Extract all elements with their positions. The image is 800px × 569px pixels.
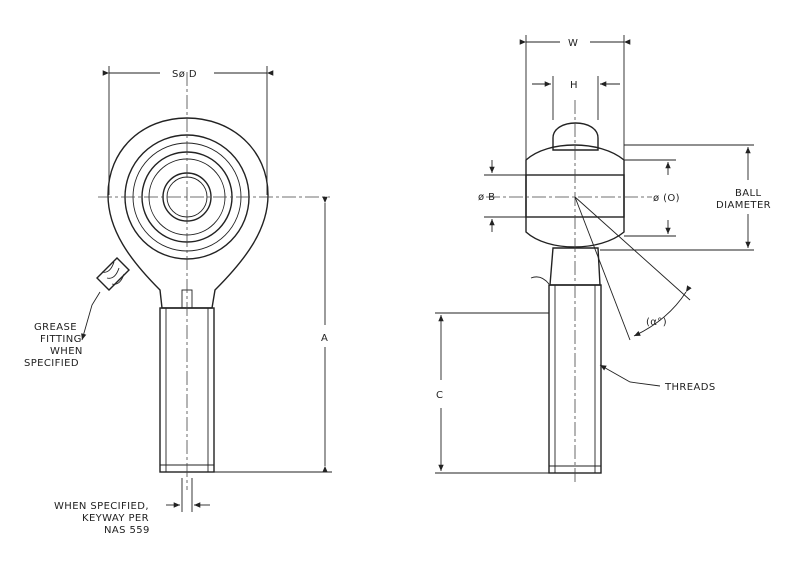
a-label: A [321, 333, 328, 344]
grease-fitting-label-4: SPECIFIED [24, 358, 79, 369]
angle-label: (α°) [646, 317, 667, 328]
grease-fitting-label-2: FITTING [40, 334, 82, 345]
grease-fitting-label-1: GREASE [34, 322, 77, 333]
keyway-label-3: NAS 559 [104, 525, 150, 536]
c-label: C [436, 390, 443, 401]
threads-label: THREADS [664, 382, 716, 393]
ball-diameter-label-2: DIAMETER [716, 200, 771, 211]
grease-fitting-shape [96, 257, 130, 291]
keyway-label-1: WHEN SPECIFIED, [54, 501, 149, 512]
keyway-label-2: KEYWAY PER [82, 513, 149, 524]
h-label: H [570, 80, 578, 91]
sd-label: Sø D [172, 69, 197, 80]
w-label: W [568, 38, 578, 49]
side-section-view: W H ø B ø (O) BALL DIAMETER (α°) [435, 35, 771, 485]
grease-fitting-label-3: WHEN [50, 346, 83, 357]
o-label: ø (O) [653, 193, 680, 204]
ball-diameter-label-1: BALL [735, 188, 761, 199]
front-view: Sø D A GREASE FITTING WHEN SPECIFIED WHE… [24, 66, 332, 536]
b-label: ø B [478, 192, 495, 203]
